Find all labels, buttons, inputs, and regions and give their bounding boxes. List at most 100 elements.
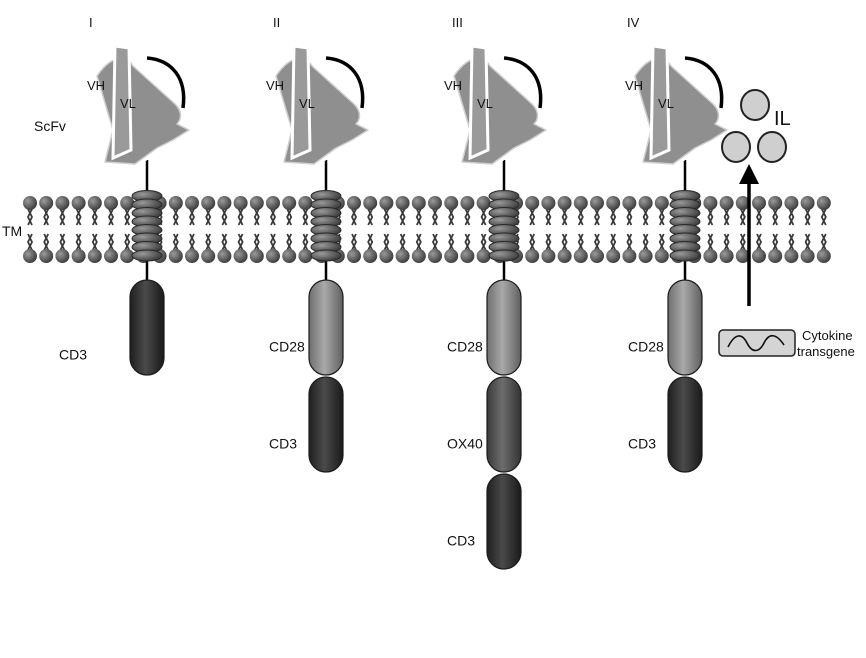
lipid-head — [816, 249, 831, 263]
vl-label: VL — [120, 96, 136, 111]
il-label: IL — [774, 108, 791, 130]
domain-label: CD28 — [628, 339, 664, 355]
lipid-head — [622, 196, 637, 210]
lipid-head — [379, 196, 394, 210]
lipid-head — [703, 249, 718, 263]
lipid-head — [185, 249, 199, 263]
il-circle — [721, 131, 751, 163]
scfv-label: ScFv — [34, 118, 66, 134]
lipid-head — [217, 196, 232, 210]
lipid-head — [217, 249, 232, 263]
cytokine-transgene: Cytokine transgene — [718, 328, 855, 359]
secretion-arrow — [739, 164, 759, 306]
lipid-head — [606, 249, 621, 263]
lipid-head — [573, 249, 588, 263]
lipid-head — [719, 196, 734, 210]
transmembrane-helix — [488, 190, 520, 262]
lipid-head — [768, 196, 783, 210]
lipid-head — [55, 249, 70, 263]
lipid-head — [104, 196, 118, 210]
signaling-domain-cd28 — [308, 279, 344, 376]
lipid-head — [622, 249, 637, 263]
lipid-head — [282, 196, 297, 210]
lipid-head — [363, 196, 378, 210]
lipid-head — [347, 196, 361, 210]
lipid-head — [800, 249, 815, 263]
wave-icon — [727, 334, 785, 352]
tm-label: TM — [2, 223, 22, 239]
lipid-head — [735, 196, 750, 210]
lipid-head — [573, 196, 588, 210]
lipid-head — [752, 249, 766, 263]
lipid-head — [266, 196, 280, 210]
lipid-head — [476, 249, 491, 263]
signaling-domain-cd3 — [667, 376, 703, 473]
domain-label: CD28 — [447, 339, 483, 355]
lipid-head — [249, 196, 264, 210]
vh-label: VH — [625, 78, 643, 93]
signaling-domain-cd28 — [667, 279, 703, 376]
lipid-head — [168, 249, 183, 263]
lipid-head — [201, 196, 216, 210]
lipid-head — [233, 196, 248, 210]
lipid-head — [201, 249, 216, 263]
generation-numeral: IV — [627, 15, 640, 30]
vl-label: VL — [299, 96, 315, 111]
vl-label: VL — [477, 96, 493, 111]
lipid-head — [233, 249, 248, 263]
domain-label: OX40 — [447, 436, 483, 452]
lipid-head — [541, 196, 556, 210]
lipid-head — [298, 196, 313, 210]
lipid-head — [55, 196, 70, 210]
generation-numeral: II — [273, 15, 280, 30]
lipid-head — [104, 249, 118, 263]
lipid-head — [590, 249, 604, 263]
domain-label: CD3 — [269, 436, 297, 452]
lipid-head — [249, 249, 264, 263]
lipid-head — [444, 249, 459, 263]
vh-label: VH — [87, 78, 105, 93]
transmembrane-helix — [131, 190, 163, 262]
signaling-domain-cd3 — [308, 376, 344, 473]
lipid-head — [654, 249, 669, 263]
lipid-head — [654, 196, 669, 210]
transmembrane-helix — [310, 190, 342, 262]
lipid-head — [606, 196, 621, 210]
lipid-head — [703, 196, 718, 210]
lipid-head — [460, 249, 475, 263]
lipid-head — [768, 249, 783, 263]
lipid-head — [638, 196, 653, 210]
lipid-head — [784, 249, 799, 263]
lipid-head — [298, 249, 313, 263]
vh-label: VH — [444, 78, 462, 93]
signaling-domain-ox40 — [486, 376, 522, 473]
lipid-head — [428, 196, 442, 210]
lipid-head — [395, 249, 410, 263]
signaling-domain-cd28 — [486, 279, 522, 376]
lipid-head — [120, 196, 135, 210]
cytokine-label: Cytokine — [802, 328, 853, 343]
domain-label: CD28 — [269, 339, 305, 355]
lipid-head — [23, 249, 37, 263]
domain-label: CD3 — [59, 347, 87, 363]
transgene-label: transgene — [797, 344, 855, 359]
lipid-head — [476, 196, 491, 210]
lipid-head — [395, 196, 410, 210]
lipid-head — [590, 196, 604, 210]
transmembrane-helix — [669, 190, 701, 262]
lipid-head — [444, 196, 459, 210]
lipid-head — [87, 196, 102, 210]
lipid-head — [719, 249, 734, 263]
scfv: VH VL — [87, 44, 193, 168]
il-circle — [740, 89, 770, 121]
lipid-head — [638, 249, 653, 263]
lipid-head — [347, 249, 361, 263]
lipid-head — [379, 249, 394, 263]
domain-label: CD3 — [628, 436, 656, 452]
lipid-head — [411, 196, 426, 210]
